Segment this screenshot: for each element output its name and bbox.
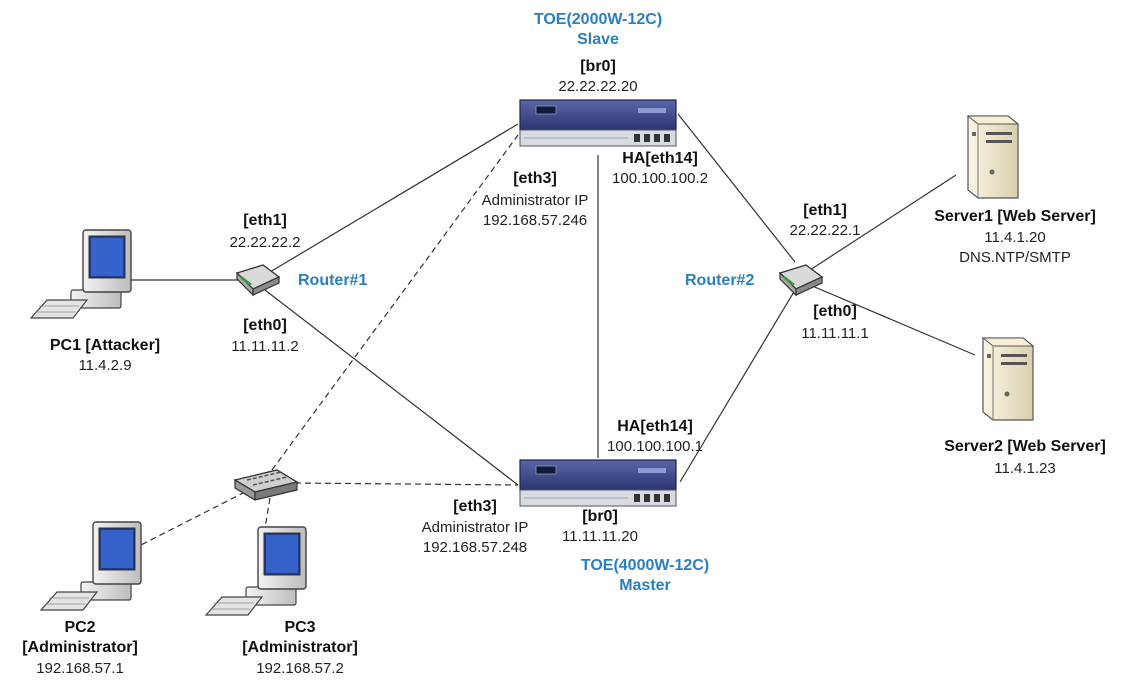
toe-master-model: TOE(4000W-12C) bbox=[580, 557, 710, 574]
router2-eth1-label: [eth1] bbox=[803, 202, 847, 219]
router1-name: Router#1 bbox=[298, 272, 368, 289]
pc1-ip: 11.4.2.9 bbox=[78, 357, 132, 374]
router2-name: Router#2 bbox=[685, 272, 755, 289]
link-toe-slave-router2 bbox=[677, 113, 796, 263]
toe-slave-eth3-desc: Administrator IP bbox=[481, 192, 589, 209]
link-router1-toe-slave bbox=[269, 123, 519, 273]
link-router2-server2 bbox=[809, 284, 976, 356]
pc1-icon bbox=[30, 229, 132, 319]
toe-slave-ha-ip: 100.100.100.2 bbox=[612, 170, 708, 187]
server1-ip: 11.4.1.20 bbox=[984, 229, 1046, 246]
toe-slave-model: TOE(2000W-12C) bbox=[533, 11, 663, 28]
pc1-name: PC1 [Attacker] bbox=[49, 337, 161, 354]
toe-master-ha-ip: 100.100.100.1 bbox=[607, 438, 703, 455]
router1-icon bbox=[235, 263, 281, 297]
toe-slave-role: Slave bbox=[577, 31, 619, 48]
router2-eth0-ip: 11.11.11.1 bbox=[801, 325, 869, 342]
server2-icon bbox=[982, 337, 1034, 421]
server1-services: DNS.NTP/SMTP bbox=[959, 249, 1071, 266]
toe-slave-eth3-ip: 192.168.57.246 bbox=[482, 212, 588, 229]
router1-eth0-ip: 11.11.11.2 bbox=[231, 338, 299, 355]
pc2-icon bbox=[40, 521, 142, 611]
router2-eth0-label: [eth0] bbox=[813, 303, 857, 320]
router2-eth1-ip: 22.22.22.1 bbox=[789, 222, 861, 239]
pc3-icon bbox=[205, 526, 307, 616]
toe-slave-br0-label: [br0] bbox=[580, 58, 616, 75]
switch-icon bbox=[234, 469, 298, 501]
pc2-name-line2: [Administrator] bbox=[22, 639, 138, 656]
link-switch-pc2 bbox=[134, 491, 246, 549]
server1-name: Server1 [Web Server] bbox=[934, 208, 1096, 225]
link-router2-server1 bbox=[809, 174, 957, 271]
pc3-ip: 192.168.57.2 bbox=[256, 660, 344, 677]
pc3-name-line2: [Administrator] bbox=[242, 639, 358, 656]
toe-master-eth3-label: [eth3] bbox=[453, 498, 497, 515]
links-management bbox=[134, 134, 519, 549]
toe-master-ha-label: HA[eth14] bbox=[617, 418, 693, 435]
toe-master-eth3-ip: 192.168.57.248 bbox=[422, 539, 528, 556]
toe-slave-ha-label: HA[eth14] bbox=[622, 150, 698, 167]
links-solid bbox=[125, 113, 976, 486]
router2-icon bbox=[778, 263, 824, 297]
server1-icon bbox=[967, 115, 1019, 199]
server2-ip: 11.4.1.23 bbox=[994, 460, 1056, 477]
link-router1-toe-master bbox=[264, 289, 519, 486]
pc2-name-line1: PC2 bbox=[64, 619, 96, 636]
toe-master-br0-ip: 11.11.11.20 bbox=[562, 528, 638, 545]
router1-eth0-label: [eth0] bbox=[243, 317, 287, 334]
link-switch-toe-master bbox=[294, 482, 519, 486]
toe-slave-appliance bbox=[519, 99, 677, 147]
router1-eth1-ip: 22.22.22.2 bbox=[229, 234, 301, 251]
router1-eth1-label: [eth1] bbox=[243, 212, 287, 229]
link-toe-master-router2 bbox=[679, 289, 796, 483]
toe-master-br0-label: [br0] bbox=[582, 508, 618, 525]
server2-name: Server2 [Web Server] bbox=[944, 438, 1106, 455]
link-switch-pc3 bbox=[264, 497, 271, 529]
pc2-ip: 192.168.57.1 bbox=[36, 660, 124, 677]
toe-slave-br0-ip: 22.22.22.20 bbox=[558, 78, 638, 95]
pc3-name-line1: PC3 bbox=[284, 619, 316, 636]
toe-master-role: Master bbox=[619, 577, 671, 594]
toe-master-eth3-desc: Administrator IP bbox=[421, 519, 529, 536]
toe-slave-eth3-label: [eth3] bbox=[513, 170, 557, 187]
